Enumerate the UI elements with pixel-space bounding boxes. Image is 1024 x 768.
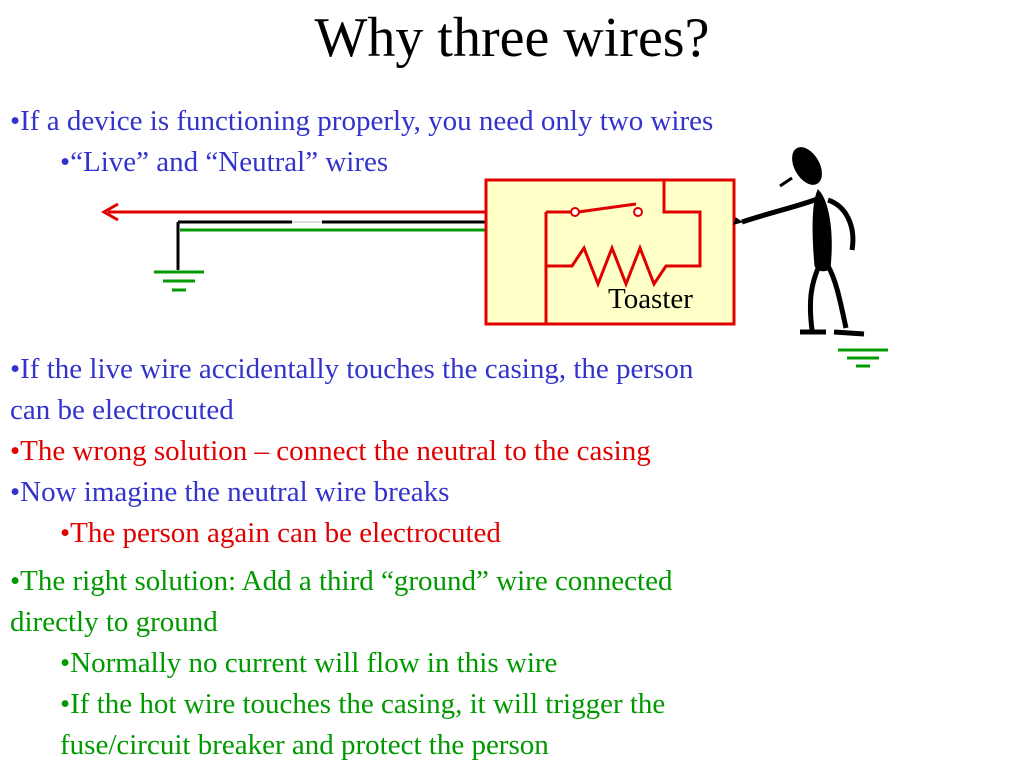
ground-symbol-left bbox=[154, 270, 204, 292]
bullet-trigger-breaker-2: fuse/circuit breaker and protect the per… bbox=[60, 729, 549, 761]
bullet-live-touch-1: •If the live wire accidentally touches t… bbox=[10, 353, 694, 385]
slide-title: Why three wires? bbox=[314, 7, 710, 69]
toaster-label: Toaster bbox=[608, 283, 693, 315]
bullet-live-neutral: •“Live” and “Neutral” wires bbox=[60, 146, 389, 178]
bullet-two-wires: •If a device is functioning properly, yo… bbox=[10, 105, 714, 137]
ground-wire bbox=[180, 228, 514, 324]
bullet-wrong-solution: •The wrong solution – connect the neutra… bbox=[10, 435, 651, 467]
switch-contact-right bbox=[633, 207, 643, 217]
bullet-right-solution-1: •The right solution: Add a third “ground… bbox=[10, 565, 673, 597]
bullet-trigger-breaker-1: •If the hot wire touches the casing, it … bbox=[60, 688, 666, 720]
ground-symbol-right bbox=[838, 348, 888, 368]
bullet-right-solution-2: directly to ground bbox=[10, 606, 218, 638]
person-figure bbox=[733, 147, 865, 337]
bullet-live-touch-2: can be electrocuted bbox=[10, 394, 234, 426]
toaster-circuit bbox=[544, 180, 702, 324]
bullet-neutral-breaks: •Now imagine the neutral wire breaks bbox=[10, 476, 450, 508]
bullet-electrocuted-again: •The person again can be electrocuted bbox=[60, 517, 501, 549]
live-wire-arrow bbox=[100, 202, 119, 222]
switch-contact-left bbox=[570, 207, 580, 217]
bullet-no-current: •Normally no current will flow in this w… bbox=[60, 647, 558, 679]
